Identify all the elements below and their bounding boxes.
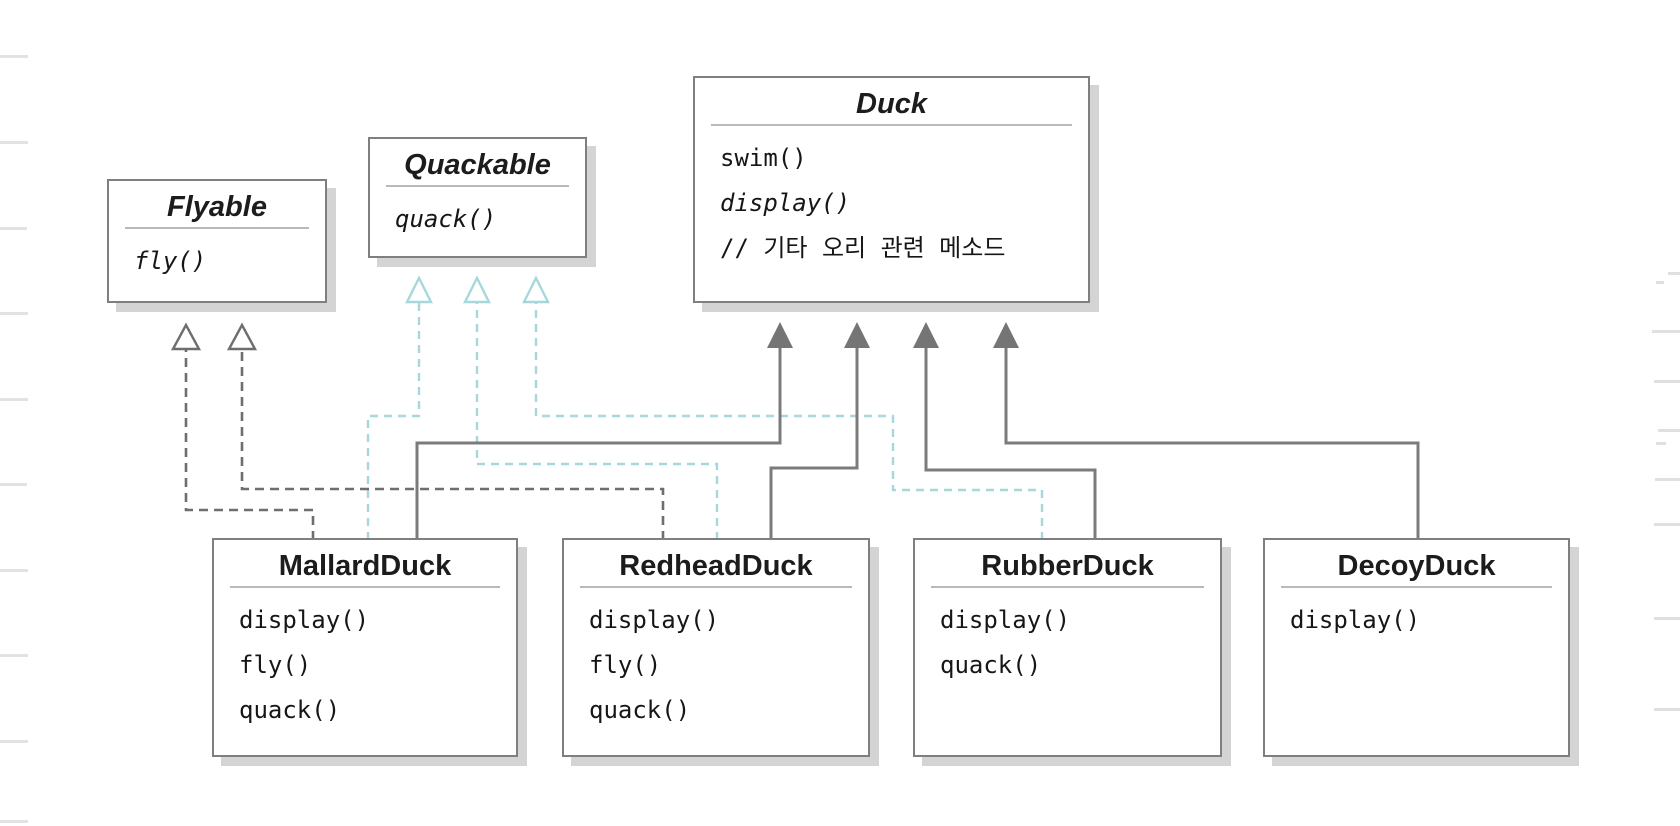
title-separator: [125, 227, 309, 229]
page-edge-mark: [1656, 442, 1666, 445]
method-list: display() fly() quack(): [214, 598, 516, 733]
class-method: quack(): [589, 696, 691, 724]
class-method: swim(): [720, 144, 807, 172]
method-list: display() fly() quack(): [564, 598, 868, 733]
method-list: swim() display() // 기타 오리 관련 메소드: [695, 136, 1088, 271]
page-edge-mark: [1658, 429, 1680, 432]
class-method: fly(): [239, 651, 312, 679]
class-method: fly(): [589, 651, 662, 679]
class-box-redheadduck: RedheadDuck display() fly() quack(): [562, 538, 870, 757]
class-title: Flyable: [167, 191, 267, 223]
class-title: MallardDuck: [278, 550, 452, 582]
class-title: Quackable: [404, 149, 551, 181]
class-method: display(): [720, 189, 851, 217]
hollow-triangle-arrowhead-icon: [226, 322, 258, 351]
title-separator: [580, 586, 852, 588]
class-box-rubberduck: RubberDuck display() quack(): [913, 538, 1222, 757]
class-box-mallardduck: MallardDuck display() fly() quack(): [212, 538, 518, 757]
page-edge-mark: [0, 398, 28, 401]
page-edge-mark: [0, 227, 27, 230]
filled-triangle-arrowhead-icon: [844, 322, 870, 348]
title-separator: [711, 124, 1072, 126]
class-method: quack(): [239, 696, 341, 724]
extends-arrow-redheadduck-to-duck: [769, 345, 859, 540]
extends-arrow-mallardduck-to-duck: [415, 345, 782, 540]
class-box-flyable: Flyable fly(): [107, 179, 327, 303]
method-list: fly(): [109, 239, 325, 284]
class-method: display(): [940, 606, 1071, 634]
method-list: quack(): [370, 197, 585, 242]
class-box-decoyduck: DecoyDuck display(): [1263, 538, 1570, 757]
hollow-triangle-arrowhead-icon: [463, 275, 491, 304]
implements-arrow-mallardduck-to-flyable: [184, 350, 315, 540]
class-box-quackable: Quackable quack(): [368, 137, 587, 258]
hollow-triangle-arrowhead-icon: [405, 275, 433, 304]
page-edge-mark: [1656, 281, 1664, 284]
title-separator: [386, 185, 569, 187]
implements-arrow-redheadduck-to-flyable: [240, 350, 665, 540]
extends-arrow-rubberduck-to-duck: [924, 345, 1097, 540]
class-title: RedheadDuck: [619, 550, 813, 582]
filled-triangle-arrowhead-icon: [913, 322, 939, 348]
page-edge-mark: [0, 312, 28, 315]
implements-arrow-mallardduck-to-quackable: [366, 302, 421, 540]
class-method: display(): [589, 606, 720, 634]
extends-arrow-decoyduck-to-duck: [1004, 345, 1420, 540]
page-edge-mark: [0, 483, 27, 486]
page-edge-mark: [0, 820, 28, 823]
filled-triangle-arrowhead-icon: [767, 322, 793, 348]
class-method: quack(): [395, 205, 497, 233]
page-edge-mark: [0, 141, 28, 144]
hollow-triangle-arrowhead-icon: [170, 322, 202, 351]
page-edge-mark: [1654, 708, 1680, 711]
page-edge-mark: [0, 569, 28, 572]
page-edge-mark: [1655, 478, 1680, 481]
class-method: display(): [1290, 606, 1421, 634]
page-edge-mark: [1652, 330, 1680, 333]
page-edge-mark: [1654, 380, 1680, 383]
class-box-duck: Duck swim() display() // 기타 오리 관련 메소드: [693, 76, 1090, 303]
class-method: quack(): [940, 651, 1042, 679]
class-title: DecoyDuck: [1337, 550, 1496, 582]
page-edge-mark: [1668, 272, 1680, 275]
implements-arrow-rubberduck-to-quackable: [534, 302, 1044, 540]
class-method: // 기타 오리 관련 메소드: [720, 234, 1006, 262]
page-edge-mark: [1654, 523, 1680, 526]
class-title: RubberDuck: [981, 550, 1154, 582]
class-method: fly(): [134, 247, 207, 275]
class-title: Duck: [856, 88, 927, 120]
method-list: display() quack(): [915, 598, 1220, 688]
page-edge-mark: [0, 55, 28, 58]
implements-arrow-redheadduck-to-quackable: [475, 302, 719, 540]
hollow-triangle-arrowhead-icon: [522, 275, 550, 304]
page-edge-mark: [0, 740, 28, 743]
title-separator: [931, 586, 1204, 588]
title-separator: [230, 586, 500, 588]
method-list: display(): [1265, 598, 1568, 643]
class-method: display(): [239, 606, 370, 634]
page-edge-mark: [0, 654, 28, 657]
page-edge-mark: [1654, 617, 1680, 620]
title-separator: [1281, 586, 1552, 588]
filled-triangle-arrowhead-icon: [993, 322, 1019, 348]
